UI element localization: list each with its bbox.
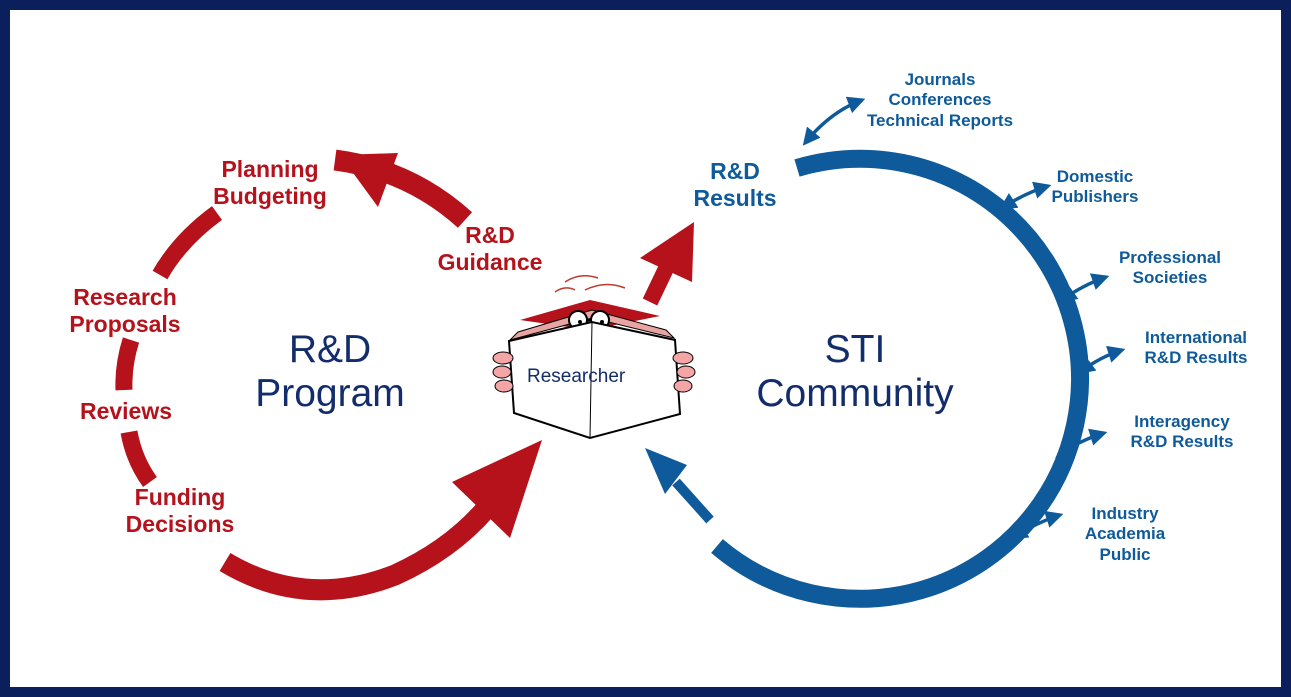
- channel-international-line1: International: [1144, 328, 1247, 347]
- step-guidance-line2: Guidance: [437, 249, 543, 276]
- channel-industry-line1: Industry: [1091, 504, 1159, 523]
- step-proposals-line2: Proposals: [69, 311, 181, 338]
- channel-journals-line1: Journals: [904, 70, 976, 89]
- arrowhead-community-to-researcher: [645, 448, 687, 494]
- arrowhead-planning: [340, 153, 398, 207]
- channel-interagency-line1: Interagency: [1134, 412, 1230, 431]
- channel-domestic-publishers: Domestic Publishers: [1030, 167, 1160, 208]
- researcher-label: Researcher: [527, 366, 626, 387]
- rd-program-title: R&D Program: [230, 328, 430, 417]
- sti-community-ring: [711, 149, 1089, 608]
- rd-results-label: R&D Results: [680, 158, 790, 212]
- channel-professional-line1: Professional: [1118, 248, 1222, 267]
- exchange-arrow-industry: [1010, 510, 1064, 540]
- channel-industry: Industry Academia Public: [1070, 504, 1180, 565]
- rd-program-title-line1: R&D: [288, 328, 372, 371]
- step-rd-guidance: R&D Guidance: [420, 222, 560, 276]
- step-reviews: Reviews: [79, 398, 173, 424]
- channel-professional-societies: Professional Societies: [1100, 248, 1240, 289]
- sti-community-title-line1: STI: [824, 328, 886, 371]
- exchange-arrow-interagency: [1055, 428, 1108, 459]
- exchange-arrow-international: [1077, 345, 1126, 375]
- channel-professional-line2: Societies: [1132, 268, 1208, 288]
- channel-journals: Journals Conferences Technical Reports: [845, 70, 1035, 131]
- step-funding-line2: Decisions: [125, 511, 235, 538]
- rd-program-title-line2: Program: [255, 372, 405, 416]
- diagram-frame: R&D Program STI Community Planning Budge…: [10, 10, 1281, 687]
- channel-interagency-line2: R&D Results: [1130, 432, 1234, 452]
- cycle-diagram: [115, 96, 1126, 608]
- channel-industry-line2: Academia: [1084, 524, 1166, 544]
- channel-domestic-line1: Domestic: [1056, 167, 1134, 186]
- channel-interagency: Interagency R&D Results: [1114, 412, 1250, 453]
- channel-domestic-line2: Publishers: [1051, 187, 1139, 207]
- step-proposals-line1: Research: [73, 284, 177, 310]
- step-planning-budgeting: Planning Budgeting: [190, 156, 350, 210]
- rd-results-line1: R&D: [710, 158, 760, 184]
- exchange-arrow-professional: [1059, 273, 1110, 303]
- channel-international: International R&D Results: [1124, 328, 1268, 369]
- arc-funding-to-researcher: [219, 502, 493, 601]
- exchange-arrow-domestic: [999, 181, 1052, 210]
- channel-international-line2: R&D Results: [1144, 348, 1248, 368]
- step-planning-line1: Planning: [221, 156, 319, 182]
- exchange-arrow-journals: [802, 96, 866, 146]
- arc-reviews-to-funding: [120, 430, 157, 487]
- channel-journals-line2: Conferences: [888, 90, 992, 110]
- step-funding-line1: Funding: [134, 484, 226, 510]
- sti-community-title-line2: Community: [756, 372, 954, 416]
- channel-journals-line3: Technical Reports: [866, 110, 1014, 130]
- reading-person-icon: [492, 275, 696, 440]
- sti-community-title: STI Community: [745, 328, 965, 417]
- arrowhead-to-researcher: [452, 440, 542, 538]
- arrow-community-to-researcher: [672, 478, 714, 524]
- step-guidance-line1: R&D: [465, 222, 515, 248]
- step-planning-line2: Budgeting: [213, 183, 327, 210]
- arrowhead-to-results: [640, 222, 694, 282]
- step-funding-decisions: Funding Decisions: [110, 484, 250, 538]
- rd-results-line2: Results: [693, 185, 777, 212]
- arc-planning-to-proposals: [152, 206, 223, 280]
- step-research-proposals: Research Proposals: [60, 284, 190, 338]
- arc-proposals-to-reviews: [115, 337, 140, 391]
- channel-industry-line3: Public: [1099, 544, 1151, 564]
